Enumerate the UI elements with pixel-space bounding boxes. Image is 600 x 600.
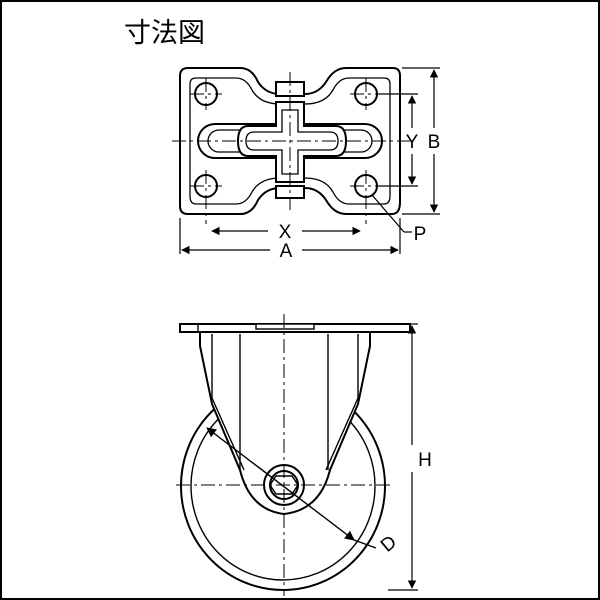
cross-boss-inner <box>245 109 339 175</box>
side-view <box>179 323 411 591</box>
label-x: X <box>279 222 292 243</box>
label-p: P <box>414 224 427 245</box>
top-view-dimensions <box>179 67 440 255</box>
label-y: Y <box>406 132 419 153</box>
cross-boss <box>236 101 348 183</box>
label-b: B <box>428 132 441 153</box>
label-d: D <box>377 532 401 557</box>
top-view-centerlines <box>172 72 410 224</box>
label-h: H <box>418 450 432 471</box>
page-title: 寸法図 <box>124 18 205 49</box>
top-plate-left-lip <box>180 323 199 333</box>
side-view-dimensions <box>206 323 418 591</box>
plate-center-block <box>255 323 315 330</box>
label-a: A <box>280 241 293 262</box>
